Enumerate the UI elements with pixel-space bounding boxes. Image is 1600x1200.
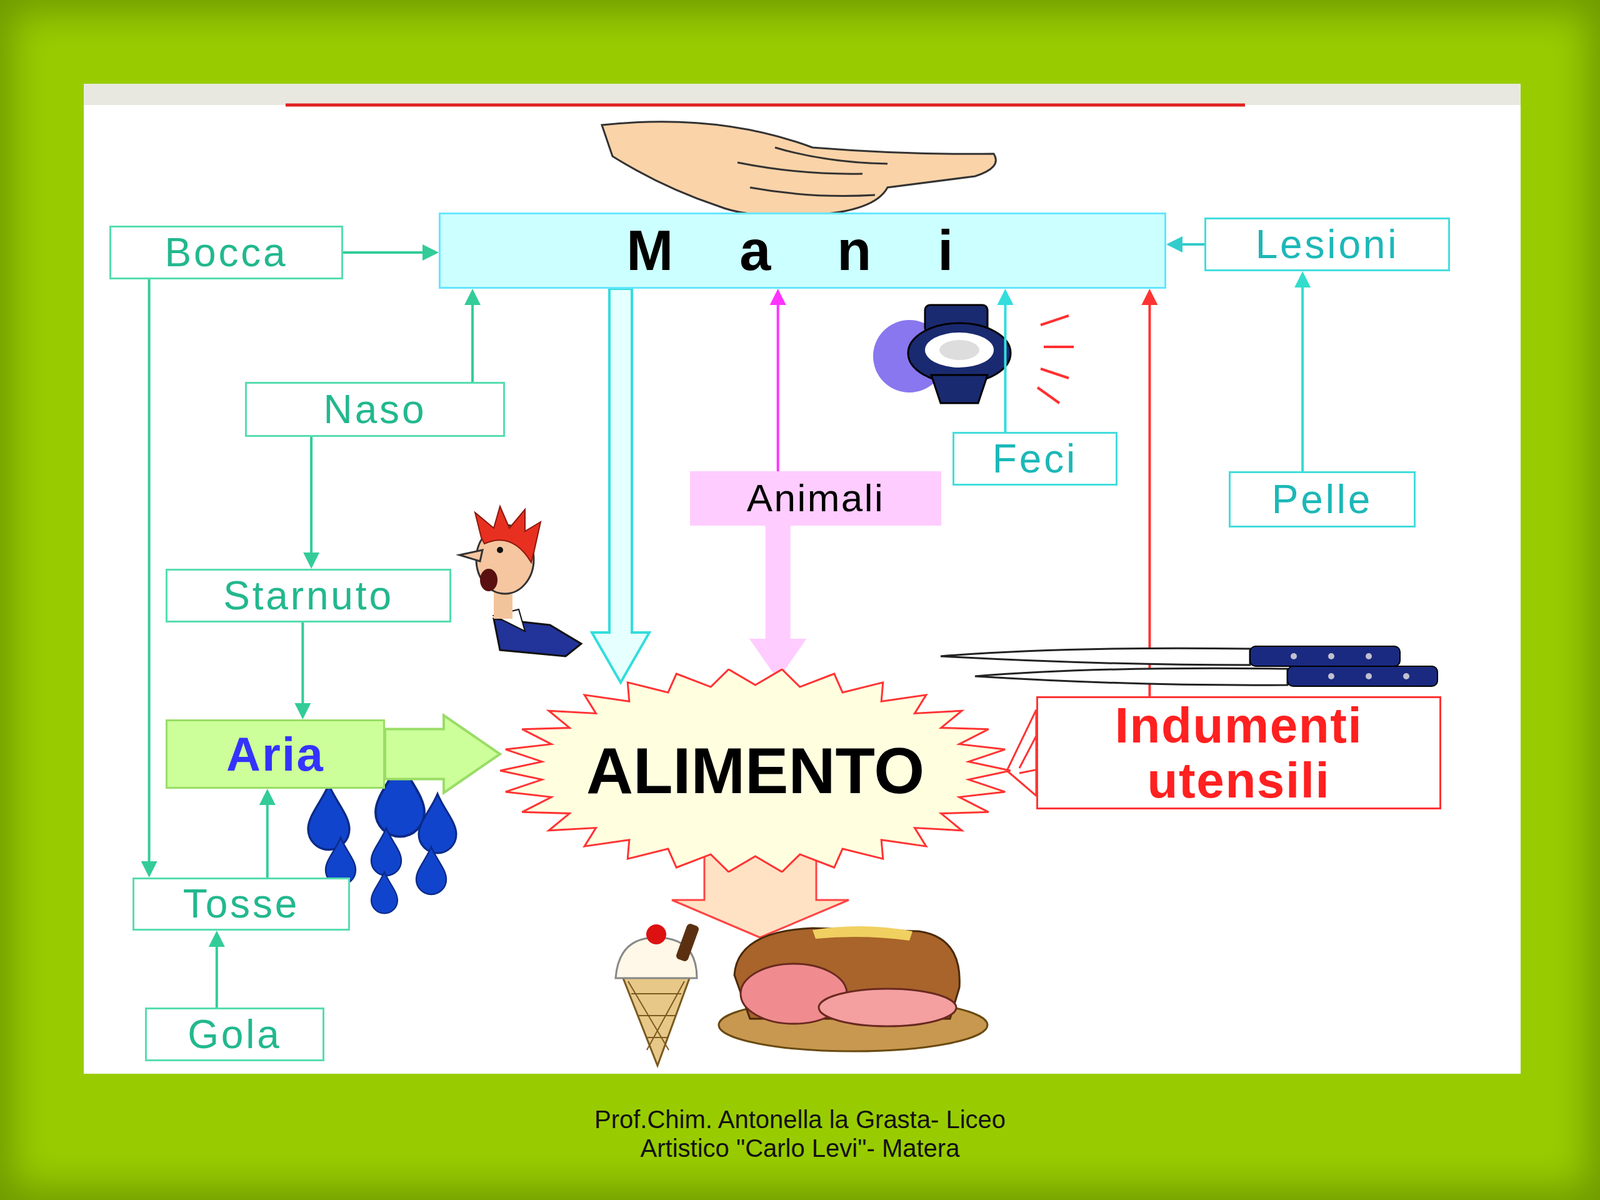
sneezing-man xyxy=(459,506,582,657)
node-label: Indumenti utensili xyxy=(1049,698,1429,809)
arrow-line xyxy=(294,622,311,720)
node-label: Tosse xyxy=(183,881,300,926)
arrow-line xyxy=(208,930,225,1008)
food-starburst: ALIMENTO xyxy=(500,668,1011,873)
caption: Prof.Chim. Antonella la Grasta- Liceo Ar… xyxy=(581,1105,1019,1163)
source-box: Starnuto xyxy=(165,568,452,623)
arrow-line xyxy=(1294,271,1311,472)
node-label: Gola xyxy=(187,1012,282,1057)
central-box: M a n i xyxy=(438,212,1167,289)
node-label: Lesioni xyxy=(1255,222,1400,267)
arrow-line xyxy=(997,288,1014,432)
node-label: Feci xyxy=(992,436,1078,481)
arrow-line xyxy=(770,288,787,472)
block-arrow xyxy=(591,288,650,683)
node-label: Starnuto xyxy=(223,573,394,618)
source-box: Animali xyxy=(690,471,942,526)
air-box: Aria xyxy=(165,719,385,789)
arrow-line xyxy=(1006,710,1037,797)
toilet-icon xyxy=(873,305,1074,404)
source-box: Tosse xyxy=(132,877,350,931)
node-label: Bocca xyxy=(164,230,288,275)
tools-box: Indumenti utensili xyxy=(1036,696,1442,810)
source-box: Pelle xyxy=(1228,471,1416,528)
node-label: M a n i xyxy=(626,220,979,282)
ice-cream xyxy=(615,922,700,1066)
node-label: Aria xyxy=(226,728,325,781)
source-box: Naso xyxy=(245,381,505,437)
hand-drawing xyxy=(601,121,996,217)
block-arrow xyxy=(751,525,805,678)
block-arrow xyxy=(385,715,500,794)
node-label: ALIMENTO xyxy=(586,735,925,807)
top-rule xyxy=(285,103,1245,107)
arrow-line xyxy=(141,279,158,878)
top-bar xyxy=(83,83,1521,105)
node-label: Pelle xyxy=(1271,477,1374,522)
arrow-line xyxy=(464,288,481,382)
source-box: Gola xyxy=(145,1007,325,1062)
source-box: Feci xyxy=(952,431,1118,486)
ham-roast xyxy=(718,926,988,1052)
source-box: Lesioni xyxy=(1204,217,1450,272)
source-box: Bocca xyxy=(109,225,344,280)
arrow-line xyxy=(303,436,320,569)
node-label: Animali xyxy=(746,476,885,520)
arrow-line xyxy=(1166,236,1205,253)
node-label: Naso xyxy=(323,387,427,432)
arrow-line xyxy=(259,788,276,878)
arrow-line xyxy=(1141,288,1158,697)
arrow-line xyxy=(343,244,439,261)
